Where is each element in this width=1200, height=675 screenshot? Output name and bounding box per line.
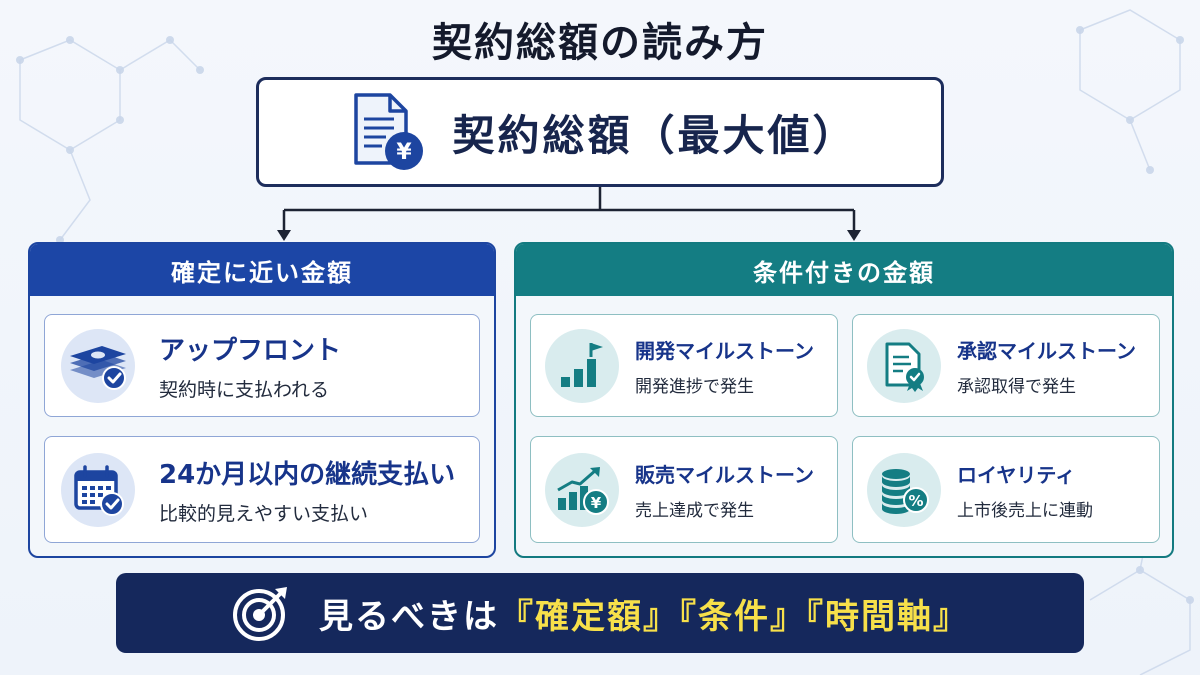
svg-text:¥: ¥ bbox=[591, 494, 602, 512]
panel-header-confirmed: 確定に近い金額 bbox=[30, 244, 494, 296]
card-upfront: アップフロント 契約時に支払われる bbox=[44, 314, 480, 417]
card-title: 開発マイルストーン bbox=[635, 338, 814, 363]
bar-chart-flag-icon bbox=[545, 328, 619, 403]
card-development-milestone: 開発マイルストーン 開発進捗で発生 bbox=[530, 314, 838, 417]
card-subtitle: 契約時に支払われる bbox=[159, 378, 330, 401]
calendar-check-icon bbox=[61, 452, 135, 527]
card-title: アップフロント bbox=[159, 335, 342, 366]
page-title: 契約総額の読み方 bbox=[432, 20, 768, 66]
card-title: 販売マイルストーン bbox=[635, 462, 814, 487]
document-badge-icon bbox=[867, 328, 941, 403]
card-subtitle: 売上達成で発生 bbox=[635, 500, 754, 521]
card-continuing-payments: 24か月以内の継続支払い 比較的見えやすい支払い bbox=[44, 436, 480, 543]
banner-term-conditions: 『条件』 bbox=[679, 596, 806, 637]
document-yen-icon: ¥ bbox=[354, 93, 424, 170]
coins-percent-icon: % bbox=[867, 452, 941, 527]
card-subtitle: 承認取得で発生 bbox=[957, 376, 1076, 397]
growth-chart-yen-icon: ¥ bbox=[545, 452, 619, 527]
svg-text:¥: ¥ bbox=[397, 140, 413, 165]
card-royalty: % ロイヤリティ 上市後売上に連動 bbox=[852, 436, 1160, 543]
banner-term-timeline: 『時間軸』 bbox=[806, 596, 969, 637]
card-subtitle: 上市後売上に連動 bbox=[957, 500, 1093, 521]
banner-prefix: 見るべきは bbox=[319, 596, 499, 637]
card-title: ロイヤリティ bbox=[957, 462, 1076, 487]
card-title: 24か月以内の継続支払い bbox=[159, 459, 456, 490]
card-title: 承認マイルストーン bbox=[957, 338, 1136, 363]
key-points-banner: 見るべきは『確定額』『条件』『時間軸』 bbox=[116, 573, 1084, 653]
banner-term-confirmed: 『確定額』 bbox=[499, 596, 679, 637]
target-arrow-icon bbox=[233, 587, 287, 641]
card-approval-milestone: 承認マイルストーン 承認取得で発生 bbox=[852, 314, 1160, 417]
banner-text: 見るべきは『確定額』『条件』『時間軸』 bbox=[319, 589, 969, 638]
card-sales-milestone: ¥ 販売マイルストーン 売上達成で発生 bbox=[530, 436, 838, 543]
confirmed-amounts-panel: 確定に近い金額 アップフロント 契約時に支払われる bbox=[28, 242, 496, 558]
root-label: 契約総額（最大値） bbox=[452, 110, 858, 160]
card-subtitle: 開発進捗で発生 bbox=[635, 376, 754, 397]
panel-header-conditional: 条件付きの金額 bbox=[516, 244, 1172, 296]
svg-text:%: % bbox=[908, 492, 923, 510]
conditional-amounts-panel: 条件付きの金額 開発マイルストーン 開発進捗で発生 bbox=[514, 242, 1174, 558]
card-subtitle: 比較的見えやすい支払い bbox=[159, 502, 369, 525]
total-contract-value-box: ¥ 契約総額（最大値） bbox=[256, 77, 944, 187]
money-stack-check-icon bbox=[61, 328, 135, 403]
